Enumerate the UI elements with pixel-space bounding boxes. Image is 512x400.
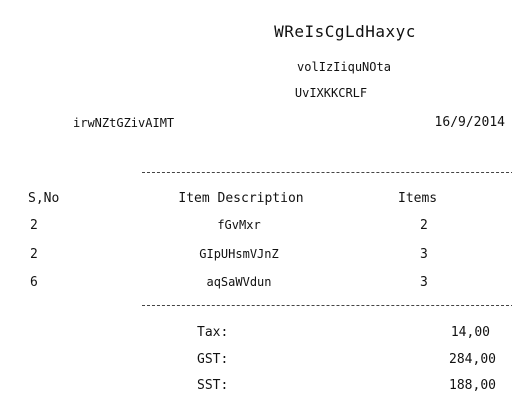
row-sno: 6 (30, 275, 38, 290)
store-address-line-1: volIzIiquNOta (297, 60, 391, 74)
row-sno: 2 (30, 218, 38, 233)
row-description: GIpUHsmVJnZ (199, 247, 279, 261)
row-description: aqSaWVdun (206, 275, 272, 289)
header-items: Items (398, 191, 438, 206)
total-label: SST: (197, 378, 229, 393)
total-label: GST: (197, 352, 229, 367)
total-value: 284,00 (449, 352, 496, 367)
separator-bottom (142, 305, 512, 306)
total-value: 188,00 (449, 378, 496, 393)
separator-top (142, 172, 512, 173)
receipt-reference: irwNZtGZivAIMT (73, 116, 175, 130)
row-items: 2 (420, 218, 428, 233)
row-description: fGvMxr (217, 218, 261, 232)
row-items: 3 (420, 247, 428, 262)
row-items: 3 (420, 275, 428, 290)
store-address-line-2: UvIXKKCRLF (294, 86, 368, 100)
header-item-description: Item Description (178, 191, 304, 206)
total-value: 14,00 (450, 325, 490, 340)
header-sno: S,No (28, 191, 60, 206)
store-name: WReIsCgLdHaxyc (274, 22, 416, 41)
total-label: Tax: (197, 325, 229, 340)
row-sno: 2 (30, 247, 38, 262)
receipt-date: 16/9/2014 (434, 115, 505, 130)
